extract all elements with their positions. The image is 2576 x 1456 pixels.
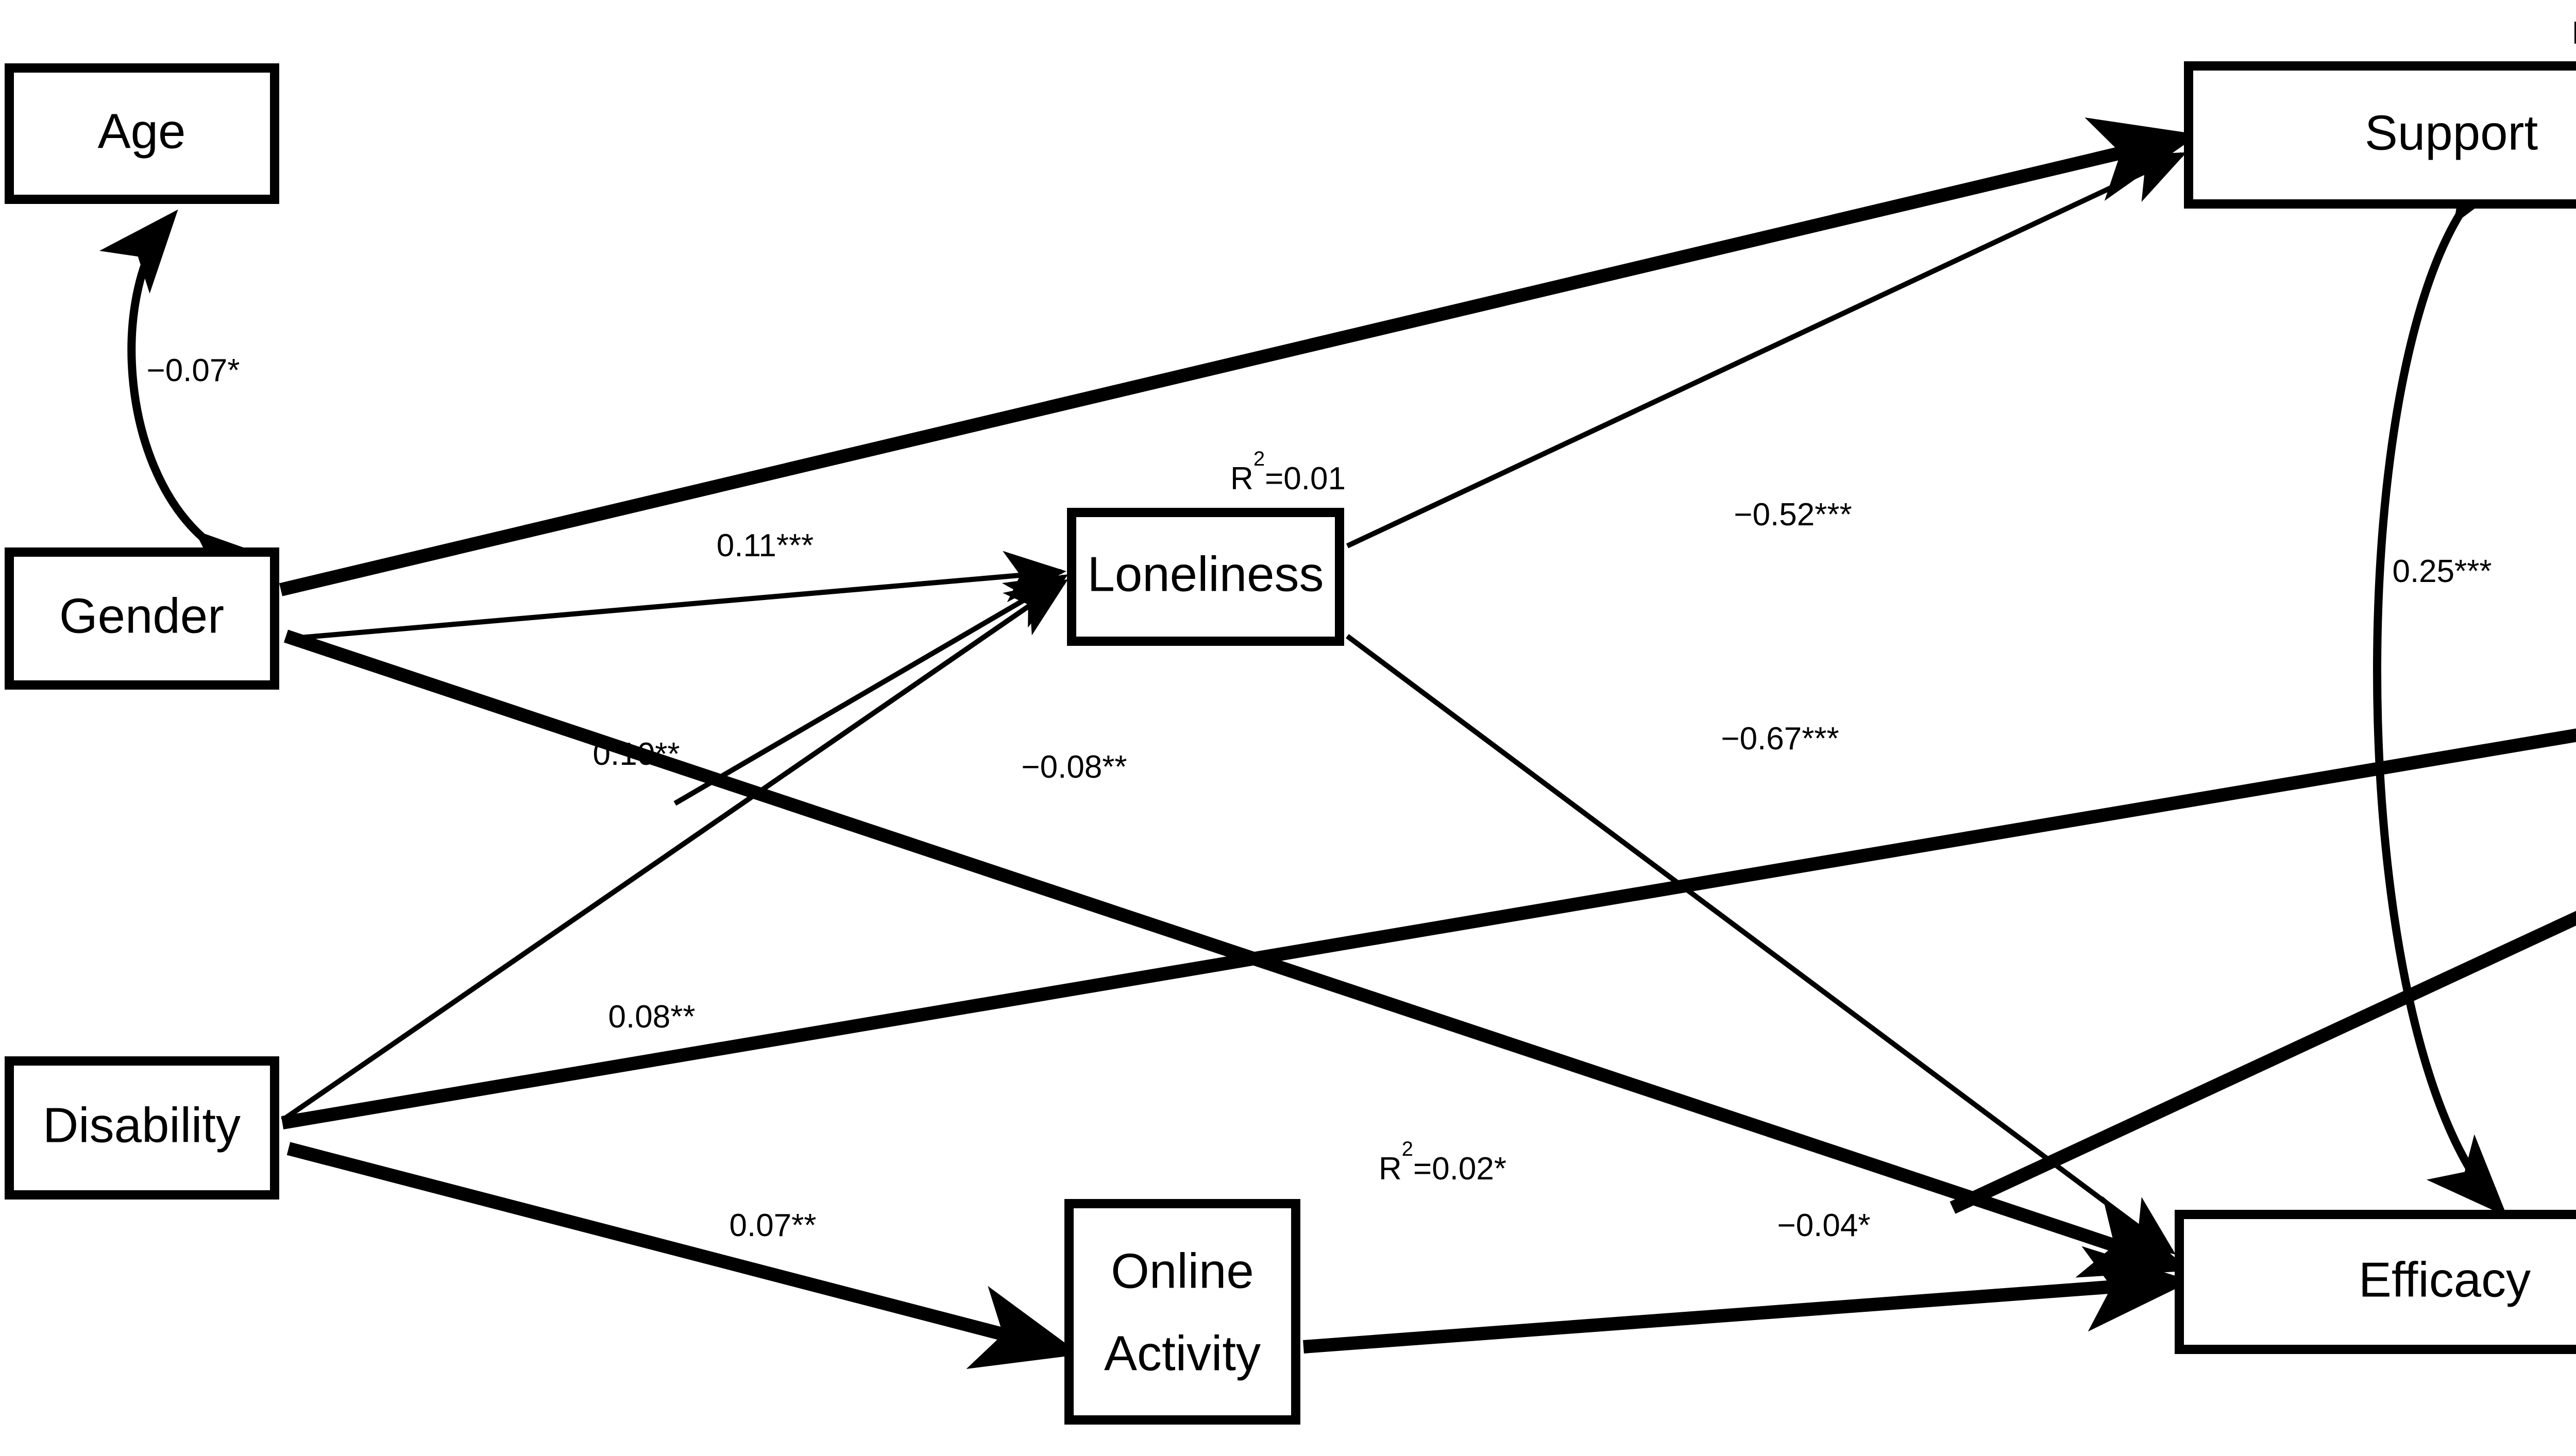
edge-gender-loneliness bbox=[288, 551, 1066, 641]
edge-loneliness-support bbox=[1346, 152, 2187, 549]
r2-support: R2=0.28*** bbox=[2572, 2, 2576, 51]
r2-loneliness-sup: 2 bbox=[1253, 448, 1265, 470]
node-online-activity-label-line2: Activity bbox=[1104, 1326, 1261, 1381]
edge-support-efficacy bbox=[2373, 136, 2525, 1217]
edge-label-age-gender: −0.07* bbox=[146, 353, 240, 388]
edge-label-loneliness-support: −0.52*** bbox=[1734, 497, 1852, 533]
edge-gender-efficacy bbox=[283, 629, 2191, 1278]
r2-online-prefix: R bbox=[1379, 1151, 1402, 1187]
r2-online-rest: =0.02* bbox=[1413, 1151, 1506, 1187]
r2-loneliness: R2=0.01 bbox=[1230, 448, 1346, 496]
node-support[interactable] bbox=[2184, 61, 2576, 209]
edge-label-online-efficacy: −0.04* bbox=[1777, 1208, 1870, 1243]
edge-gender-loneliness-leg bbox=[673, 574, 1069, 806]
node-online-activity[interactable] bbox=[1064, 1199, 1300, 1425]
edge-online-cyber bbox=[1950, 911, 2576, 1214]
edge-label-gender-support: 0.11*** bbox=[717, 528, 814, 563]
r2-support-prefix: R bbox=[2572, 15, 2576, 51]
node-loneliness-label: Loneliness bbox=[1088, 546, 1324, 602]
edge-age-gender bbox=[99, 209, 278, 609]
node-age[interactable] bbox=[5, 63, 279, 204]
edge-loneliness-efficacy bbox=[1346, 633, 2176, 1255]
edge-disability-cyber bbox=[281, 728, 2576, 1129]
node-loneliness[interactable] bbox=[1067, 508, 1344, 646]
edge-label-disability-online: 0.07** bbox=[730, 1208, 817, 1243]
node-efficacy-label: Efficacy bbox=[2359, 1252, 2531, 1307]
node-disability-label: Disability bbox=[43, 1098, 241, 1153]
node-gender[interactable] bbox=[5, 547, 279, 690]
r2-online-activity: R2=0.02* bbox=[1379, 1138, 1506, 1187]
edge-label-support-efficacy: 0.25*** bbox=[2392, 554, 2492, 589]
edge-gender-support bbox=[279, 117, 2199, 596]
edge-disability-online bbox=[286, 1142, 1081, 1369]
r2-loneliness-rest: =0.01 bbox=[1265, 461, 1346, 496]
r2-loneliness-prefix: R bbox=[1230, 461, 1253, 496]
edge-disability-loneliness bbox=[281, 579, 1069, 1123]
node-age-label: Age bbox=[98, 104, 186, 159]
node-gender-label: Gender bbox=[59, 588, 224, 643]
edge-label-disability-loneliness: 0.08** bbox=[608, 999, 696, 1035]
node-online-activity-label-line1: Online bbox=[1111, 1243, 1254, 1298]
edge-label-gender-loneliness: 0.10** bbox=[593, 736, 680, 772]
node-support-label: Support bbox=[2365, 105, 2538, 160]
r2-online-sup: 2 bbox=[1402, 1138, 1413, 1160]
edge-label-loneliness-efficacy: −0.67*** bbox=[1721, 721, 1839, 757]
node-disability[interactable] bbox=[5, 1056, 279, 1200]
node-efficacy[interactable] bbox=[2175, 1210, 2576, 1354]
edge-online-efficacy bbox=[1303, 1246, 2192, 1354]
edge-label-gender-efficacy: −0.08** bbox=[1021, 749, 1127, 785]
